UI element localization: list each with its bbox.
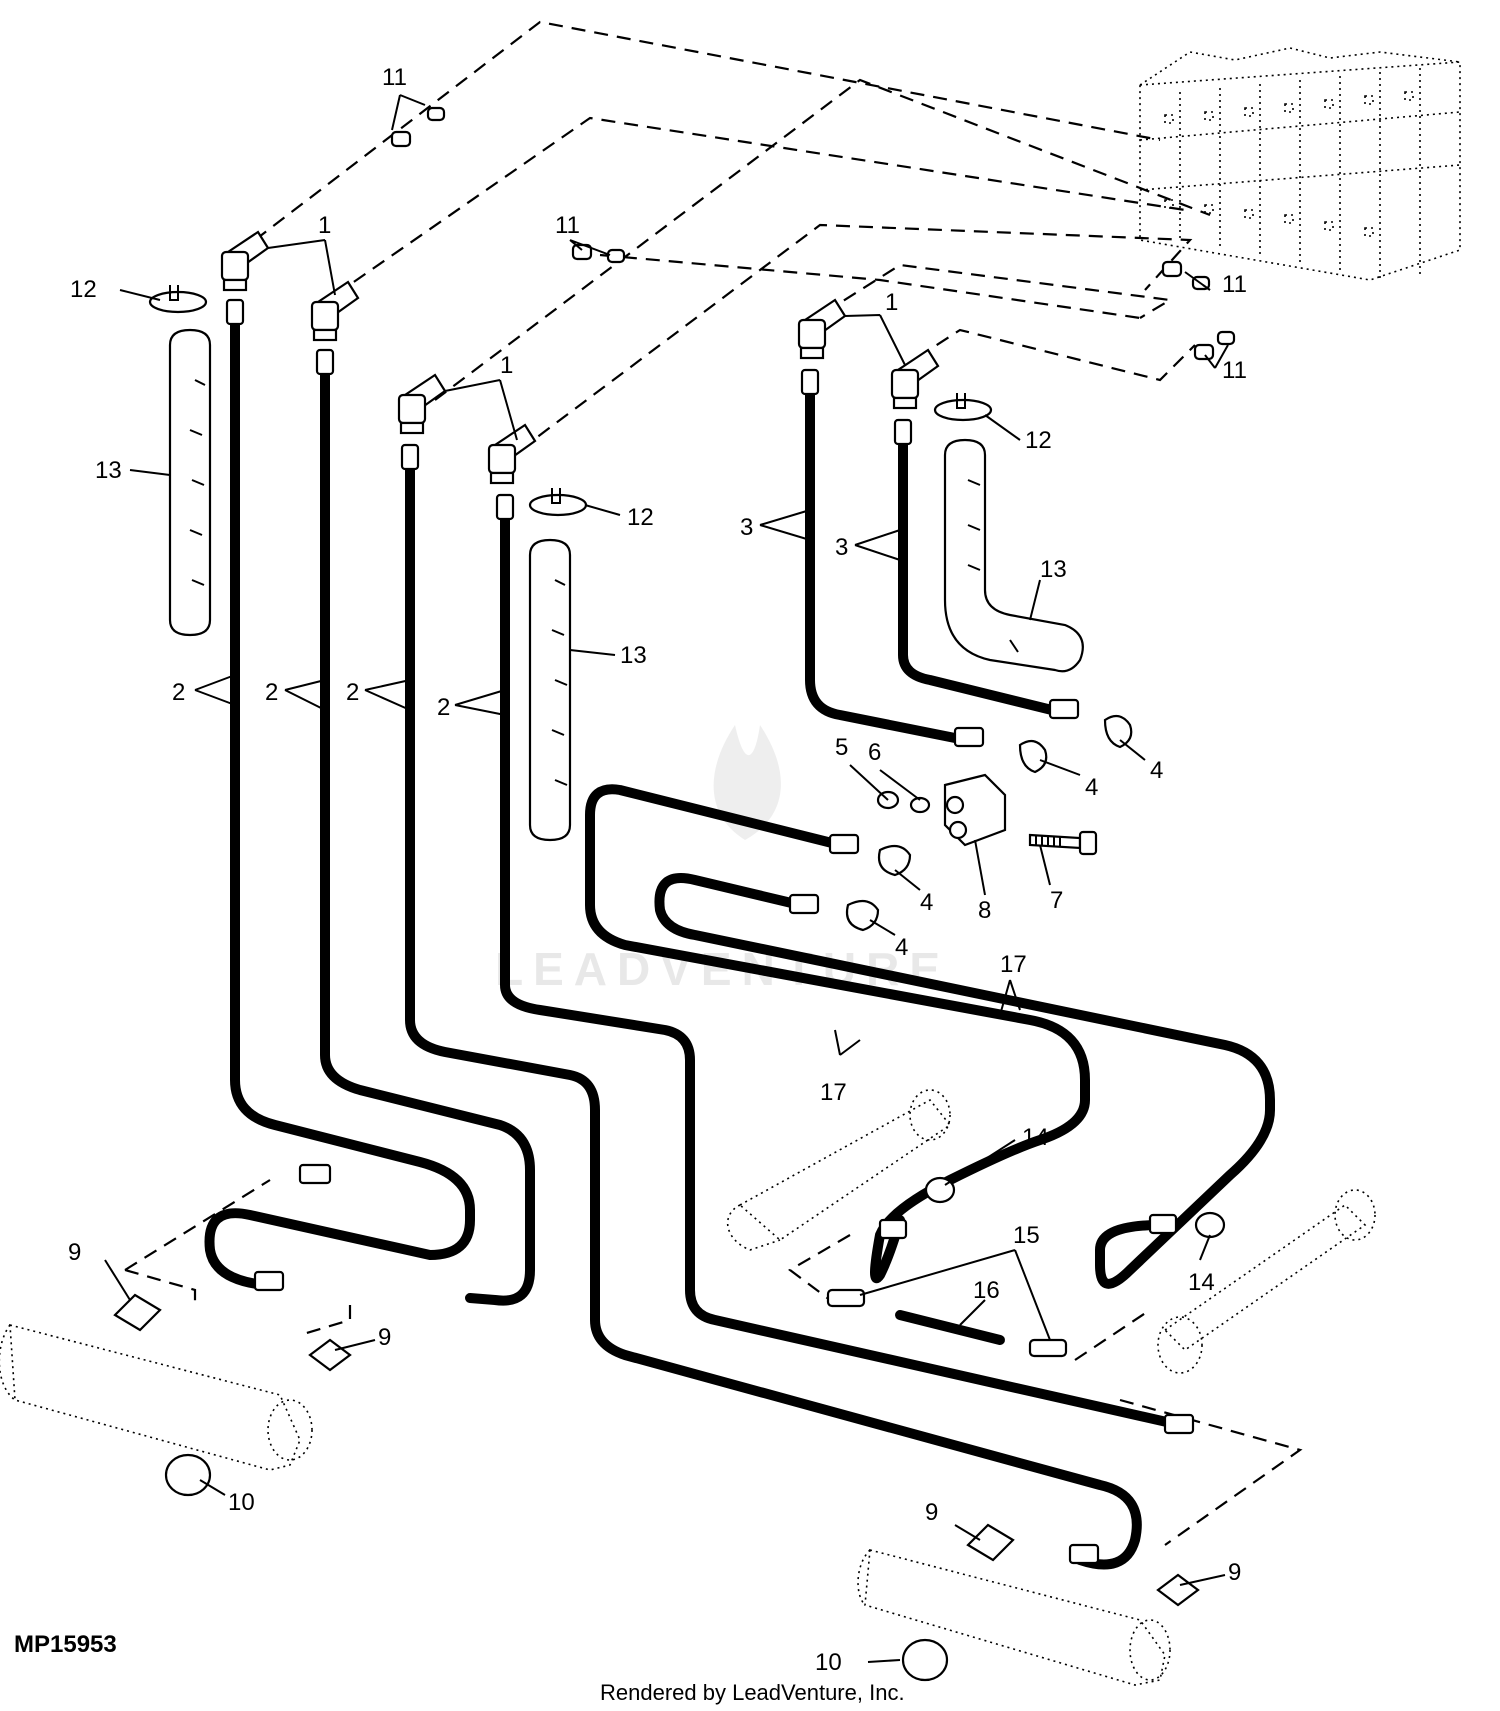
hose-clamp-left xyxy=(148,285,208,314)
callout-5: 5 xyxy=(835,734,848,761)
hose-assembly-17 xyxy=(585,784,1275,1289)
callout-8: 8 xyxy=(978,897,991,924)
callout-7: 7 xyxy=(1050,887,1063,914)
callout-1: 1 xyxy=(500,352,513,379)
callout-1: 1 xyxy=(318,212,331,239)
callout-13: 13 xyxy=(620,642,647,669)
callout-9: 9 xyxy=(378,1324,391,1351)
callout-4: 4 xyxy=(895,934,908,961)
callout-3: 3 xyxy=(740,514,753,541)
elbow-fitting xyxy=(220,230,270,292)
callout-2: 2 xyxy=(172,679,185,706)
callout-11: 11 xyxy=(1222,357,1247,384)
hose-guard-left xyxy=(168,328,212,637)
control-valve-block xyxy=(1139,47,1461,281)
callout-12: 12 xyxy=(627,504,654,531)
callout-11: 11 xyxy=(555,212,580,239)
callout-17: 17 xyxy=(1000,951,1027,978)
hose-end-fittings xyxy=(225,298,1195,1565)
callout-11: 11 xyxy=(1222,271,1247,298)
clamps-10 xyxy=(164,1453,949,1682)
hose-assembly-3 xyxy=(805,390,1065,745)
hose-clamp-middle xyxy=(528,488,588,517)
callout-4: 4 xyxy=(1085,774,1098,801)
callout-3: 3 xyxy=(835,534,848,561)
leader-lines xyxy=(104,94,1229,1663)
callout-4: 4 xyxy=(1150,757,1163,784)
callout-13: 13 xyxy=(95,457,122,484)
callout-12: 12 xyxy=(70,276,97,303)
diagram-code: MP15953 xyxy=(14,1631,117,1658)
hydraulic-cylinder-bottom xyxy=(857,1398,1303,1686)
tube-16 xyxy=(895,1310,1005,1345)
elbow-fitting xyxy=(797,298,847,360)
callout-10: 10 xyxy=(815,1649,842,1676)
credit-line: Rendered by LeadVenture, Inc. xyxy=(600,1680,905,1705)
hose-clamp-right xyxy=(933,393,993,422)
hydraulic-cylinder-right-lower xyxy=(1074,1189,1376,1374)
callout-labels: 11 1 11 1 1 11 11 12 12 12 13 13 13 3 3 … xyxy=(68,64,1247,1676)
hose-guard-bent xyxy=(943,438,1084,673)
callout-2: 2 xyxy=(265,679,278,706)
callout-10: 10 xyxy=(228,1489,255,1516)
callout-15: 15 xyxy=(1013,1222,1040,1249)
callout-9: 9 xyxy=(1228,1559,1241,1586)
callout-12: 12 xyxy=(1025,427,1052,454)
tee-block-assembly xyxy=(876,773,1098,856)
hose-guard-middle xyxy=(528,538,572,842)
elbow-fitting xyxy=(890,348,940,410)
callout-14: 14 xyxy=(1188,1269,1215,1296)
fittings-15 xyxy=(826,1288,1068,1358)
hose-assembly-2 xyxy=(204,320,1185,1570)
callout-1: 1 xyxy=(885,289,898,316)
callout-11: 11 xyxy=(382,64,407,91)
callout-9: 9 xyxy=(68,1239,81,1266)
elbow-fitting xyxy=(487,423,537,485)
callout-4: 4 xyxy=(920,889,933,916)
elbow-fitting xyxy=(310,280,360,342)
callout-6: 6 xyxy=(868,739,881,766)
hydraulic-cylinder-left xyxy=(0,1179,352,1471)
callout-2: 2 xyxy=(346,679,359,706)
hydraulic-cylinder-right-upper xyxy=(726,1089,952,1301)
connection-lines xyxy=(254,20,1211,451)
callout-17: 17 xyxy=(820,1079,847,1106)
callout-16: 16 xyxy=(973,1277,1000,1304)
callout-9: 9 xyxy=(925,1499,938,1526)
callout-13: 13 xyxy=(1040,556,1067,583)
callout-14: 14 xyxy=(1022,1124,1049,1151)
cylinder-fittings-14 xyxy=(924,1176,1226,1239)
callout-2: 2 xyxy=(437,694,450,721)
elbow-fitting xyxy=(397,373,447,435)
